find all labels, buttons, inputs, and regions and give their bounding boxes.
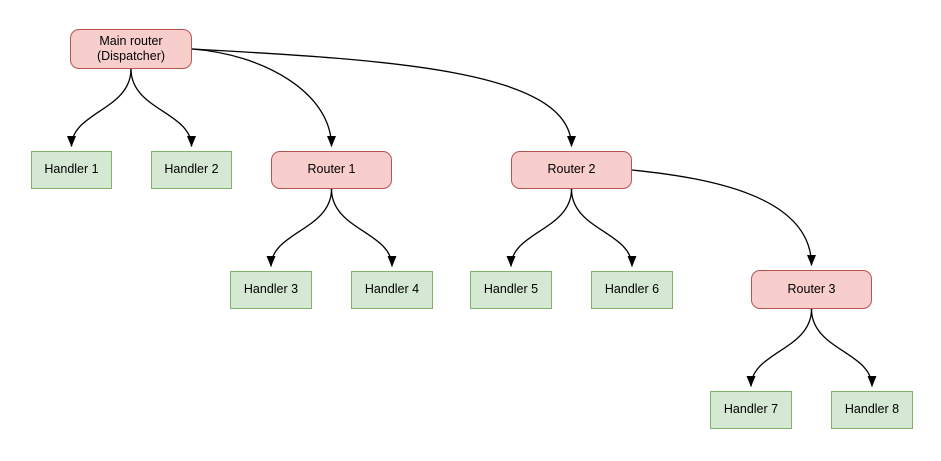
- edge-main-to-handler-1: [67, 68, 132, 147]
- node-main-router: Main router (Dispatcher): [70, 29, 192, 69]
- node-router-1: Router 1: [271, 151, 392, 189]
- edge-router-3-to-handler-7: [746, 308, 813, 387]
- node-handler-6: Handler 6: [591, 271, 673, 309]
- node-handler-3: Handler 3: [230, 271, 312, 309]
- node-handler-7: Handler 7: [710, 391, 792, 429]
- edge-router-3-to-handler-8: [810, 308, 877, 387]
- edge-main-to-router-2: [191, 48, 576, 147]
- edge-main-to-router-1: [191, 48, 336, 147]
- edge-router-1-to-handler-3: [266, 188, 333, 267]
- node-router-3: Router 3: [751, 270, 872, 309]
- edge-router-2-to-router-3: [631, 169, 816, 266]
- node-handler-4: Handler 4: [351, 271, 433, 309]
- node-handler-8: Handler 8: [831, 391, 913, 429]
- edge-router-2-to-handler-5: [506, 188, 573, 267]
- edge-main-to-handler-2: [130, 68, 196, 147]
- node-handler-2: Handler 2: [151, 151, 232, 189]
- node-handler-1: Handler 1: [31, 151, 112, 189]
- node-router-2: Router 2: [511, 151, 632, 189]
- node-handler-5: Handler 5: [470, 271, 552, 309]
- edge-router-2-to-handler-6: [570, 188, 637, 267]
- edge-router-1-to-handler-4: [330, 188, 397, 267]
